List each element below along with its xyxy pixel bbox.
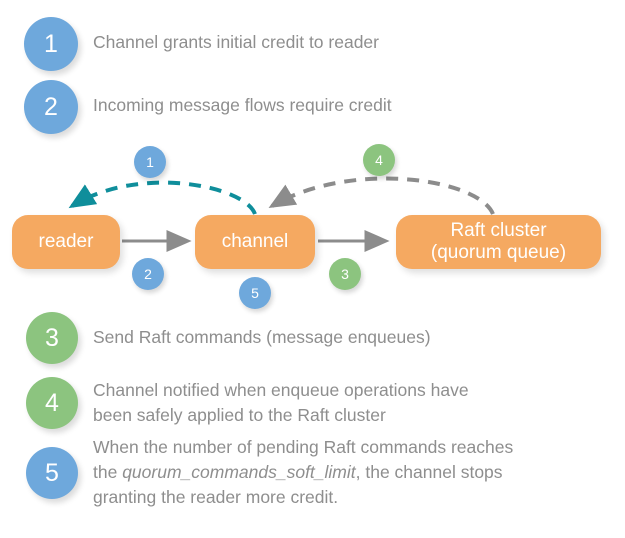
node-raft-cluster-label: Raft cluster (quorum queue) xyxy=(430,220,567,263)
diagram-marker-1-number: 1 xyxy=(146,154,154,170)
step-text-5: When the number of pending Raft commands… xyxy=(93,435,618,510)
step-text-4: Channel notified when enqueue operations… xyxy=(93,380,469,425)
step-text-5-emphasis: quorum_commands_soft_limit xyxy=(122,462,356,482)
diagram-marker-4-number: 4 xyxy=(375,152,383,168)
step-badge-3-number: 3 xyxy=(45,323,59,352)
diagram-marker-2: 2 xyxy=(132,258,164,290)
step-text-3: Send Raft commands (message enqueues) xyxy=(93,327,431,347)
step-badge-5-number: 5 xyxy=(45,458,59,487)
node-channel[interactable]: channel xyxy=(195,215,315,269)
node-channel-label: channel xyxy=(221,231,289,252)
step-badge-1-number: 1 xyxy=(44,29,58,58)
step-text-1: Channel grants initial credit to reader xyxy=(93,32,379,52)
node-reader-label: reader xyxy=(38,231,94,252)
step-text-5-before: When the number of pending Raft commands… xyxy=(93,437,514,482)
step-badge-1: 1 xyxy=(24,17,78,71)
diagram-marker-1: 1 xyxy=(134,146,166,178)
node-raft-cluster[interactable]: Raft cluster (quorum queue) xyxy=(396,215,601,269)
node-reader[interactable]: reader xyxy=(12,215,120,269)
step-badge-5: 5 xyxy=(26,447,78,499)
diagram-marker-3-number: 3 xyxy=(341,266,349,282)
step-badge-4: 4 xyxy=(26,377,78,429)
diagram-marker-4: 4 xyxy=(363,144,395,176)
step-badge-3: 3 xyxy=(26,312,78,364)
step-text-5-after: , the channel stops granting the reader … xyxy=(93,462,503,507)
diagram-marker-5: 5 xyxy=(239,277,271,309)
diagram-marker-5-number: 5 xyxy=(251,285,259,301)
step-badge-2-number: 2 xyxy=(44,92,58,121)
step-text-2: Incoming message flows require credit xyxy=(93,95,392,115)
diagram-marker-2-number: 2 xyxy=(144,266,152,282)
step-badge-2: 2 xyxy=(24,80,78,134)
flow-diagram: reader channel Raft cluster (quorum queu… xyxy=(0,130,625,310)
diagram-marker-3: 3 xyxy=(329,258,361,290)
step-badge-4-number: 4 xyxy=(45,388,59,417)
